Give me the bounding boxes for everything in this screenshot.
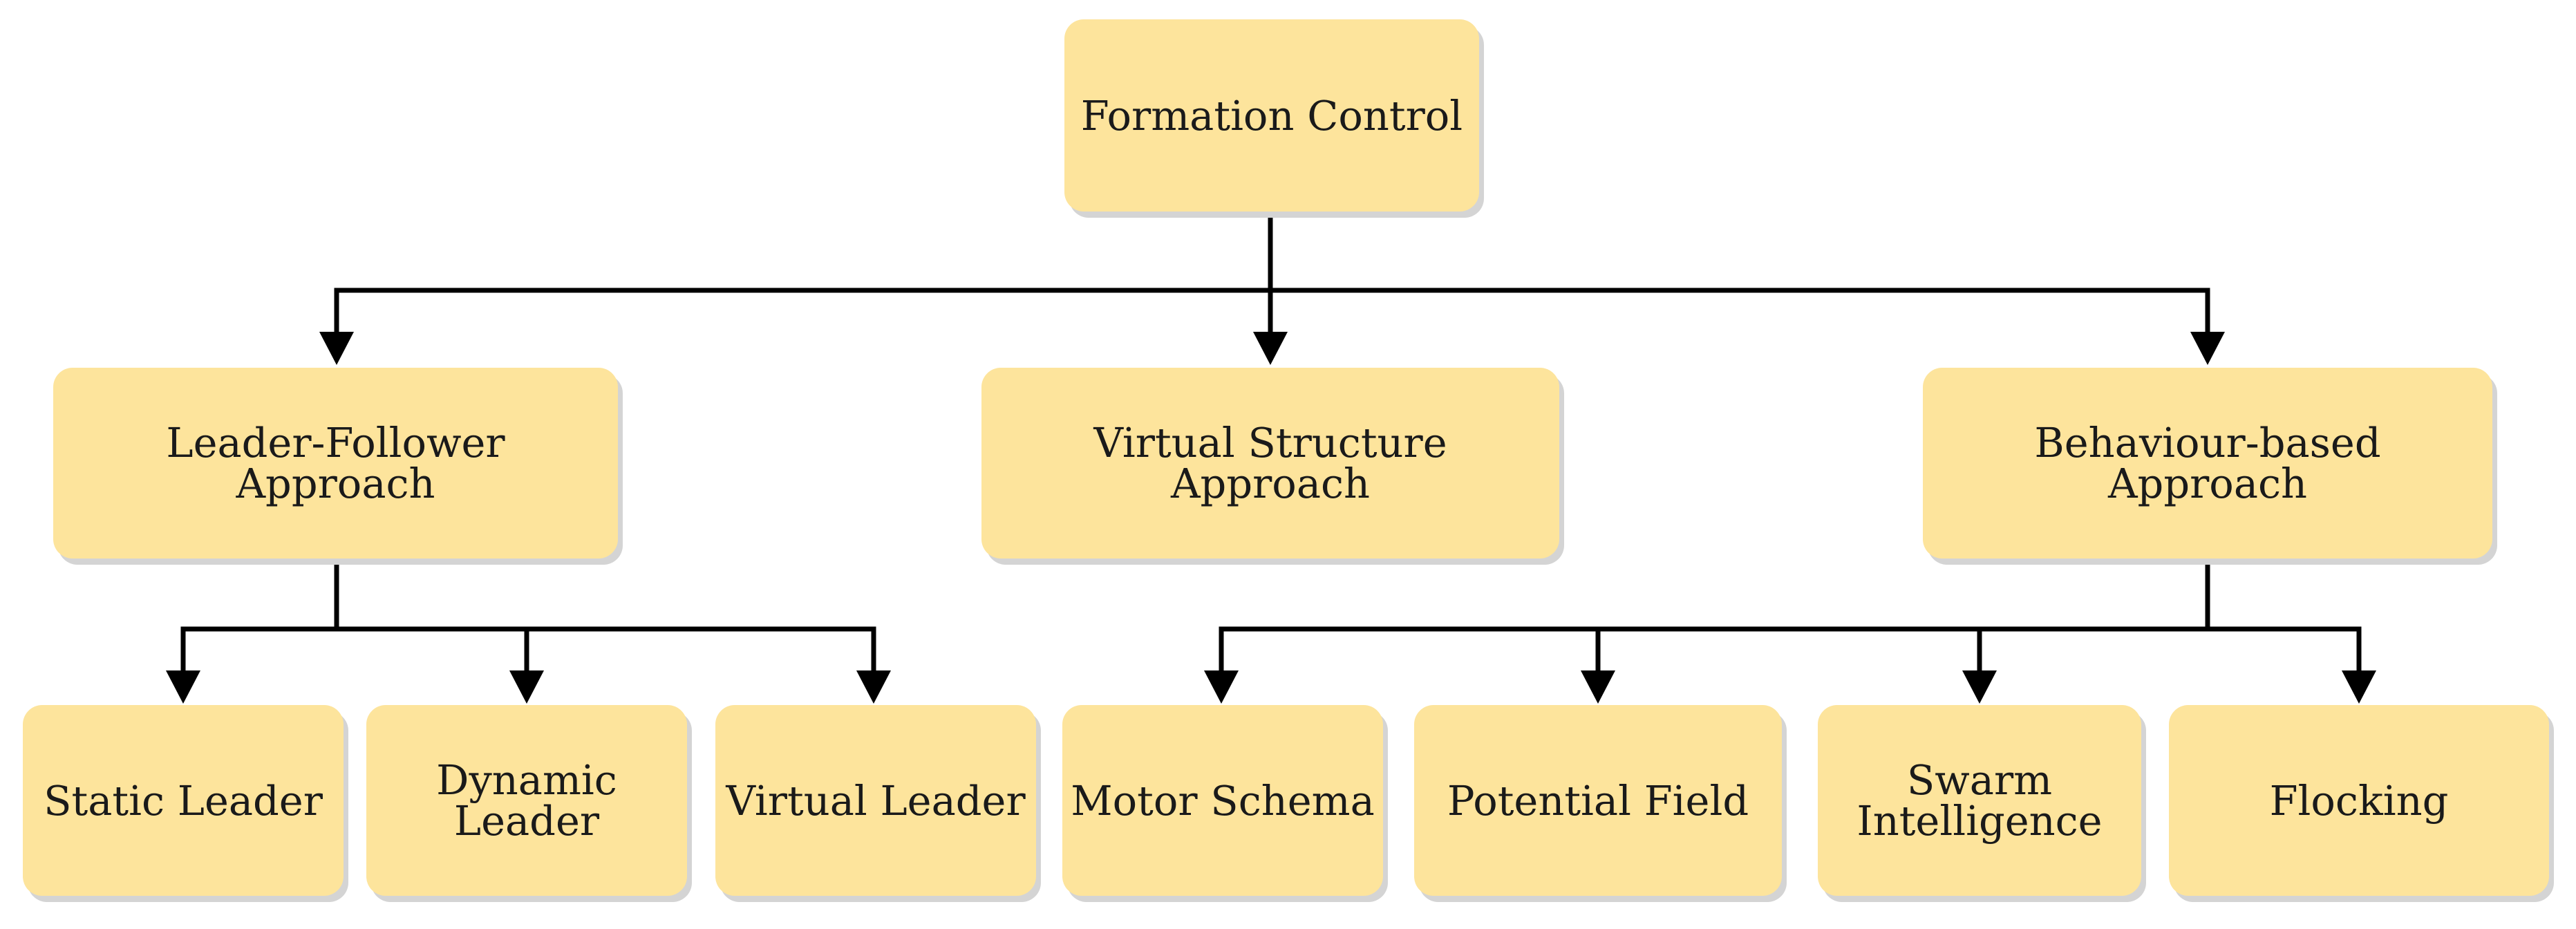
node-virtual-leader: Virtual Leader <box>715 705 1036 896</box>
node-label: Potential Field <box>1447 776 1749 825</box>
arrowhead <box>1204 670 1239 704</box>
node-dynamic-leader: Dynamic Leader <box>366 705 687 896</box>
node-label: Leader-Follower Approach <box>166 419 505 507</box>
arrowhead <box>2342 670 2376 704</box>
node-label: Formation Control <box>1080 91 1463 140</box>
arrowhead <box>1253 332 1288 365</box>
node-leader-follower-approach: Leader-Follower Approach <box>53 368 618 559</box>
arrowhead <box>166 670 200 704</box>
node-swarm-intelligence: Swarm Intelligence <box>1818 705 2141 896</box>
node-virtual-structure-approach: Virtual Structure Approach <box>981 368 1559 559</box>
arrowhead <box>856 670 891 704</box>
node-flocking: Flocking <box>2169 705 2549 896</box>
node-motor-schema: Motor Schema <box>1062 705 1383 896</box>
node-label: Flocking <box>2269 776 2449 825</box>
arrowhead <box>1581 670 1615 704</box>
node-behaviour-based-approach: Behaviour-based Approach <box>1923 368 2492 559</box>
node-label: Motor Schema <box>1071 776 1375 825</box>
node-formation-control: Formation Control <box>1064 19 1479 212</box>
node-label: Virtual Structure Approach <box>1093 419 1447 507</box>
node-label: Static Leader <box>44 776 323 825</box>
arrowhead <box>319 332 354 365</box>
node-label: Swarm Intelligence <box>1856 756 2103 845</box>
node-potential-field: Potential Field <box>1414 705 1782 896</box>
arrowhead <box>1962 670 1997 704</box>
node-static-leader: Static Leader <box>23 705 344 896</box>
arrowhead <box>509 670 544 704</box>
arrowhead <box>2190 332 2225 365</box>
node-label: Behaviour-based Approach <box>2034 419 2381 507</box>
node-label: Dynamic Leader <box>436 756 617 845</box>
node-label: Virtual Leader <box>726 776 1026 825</box>
